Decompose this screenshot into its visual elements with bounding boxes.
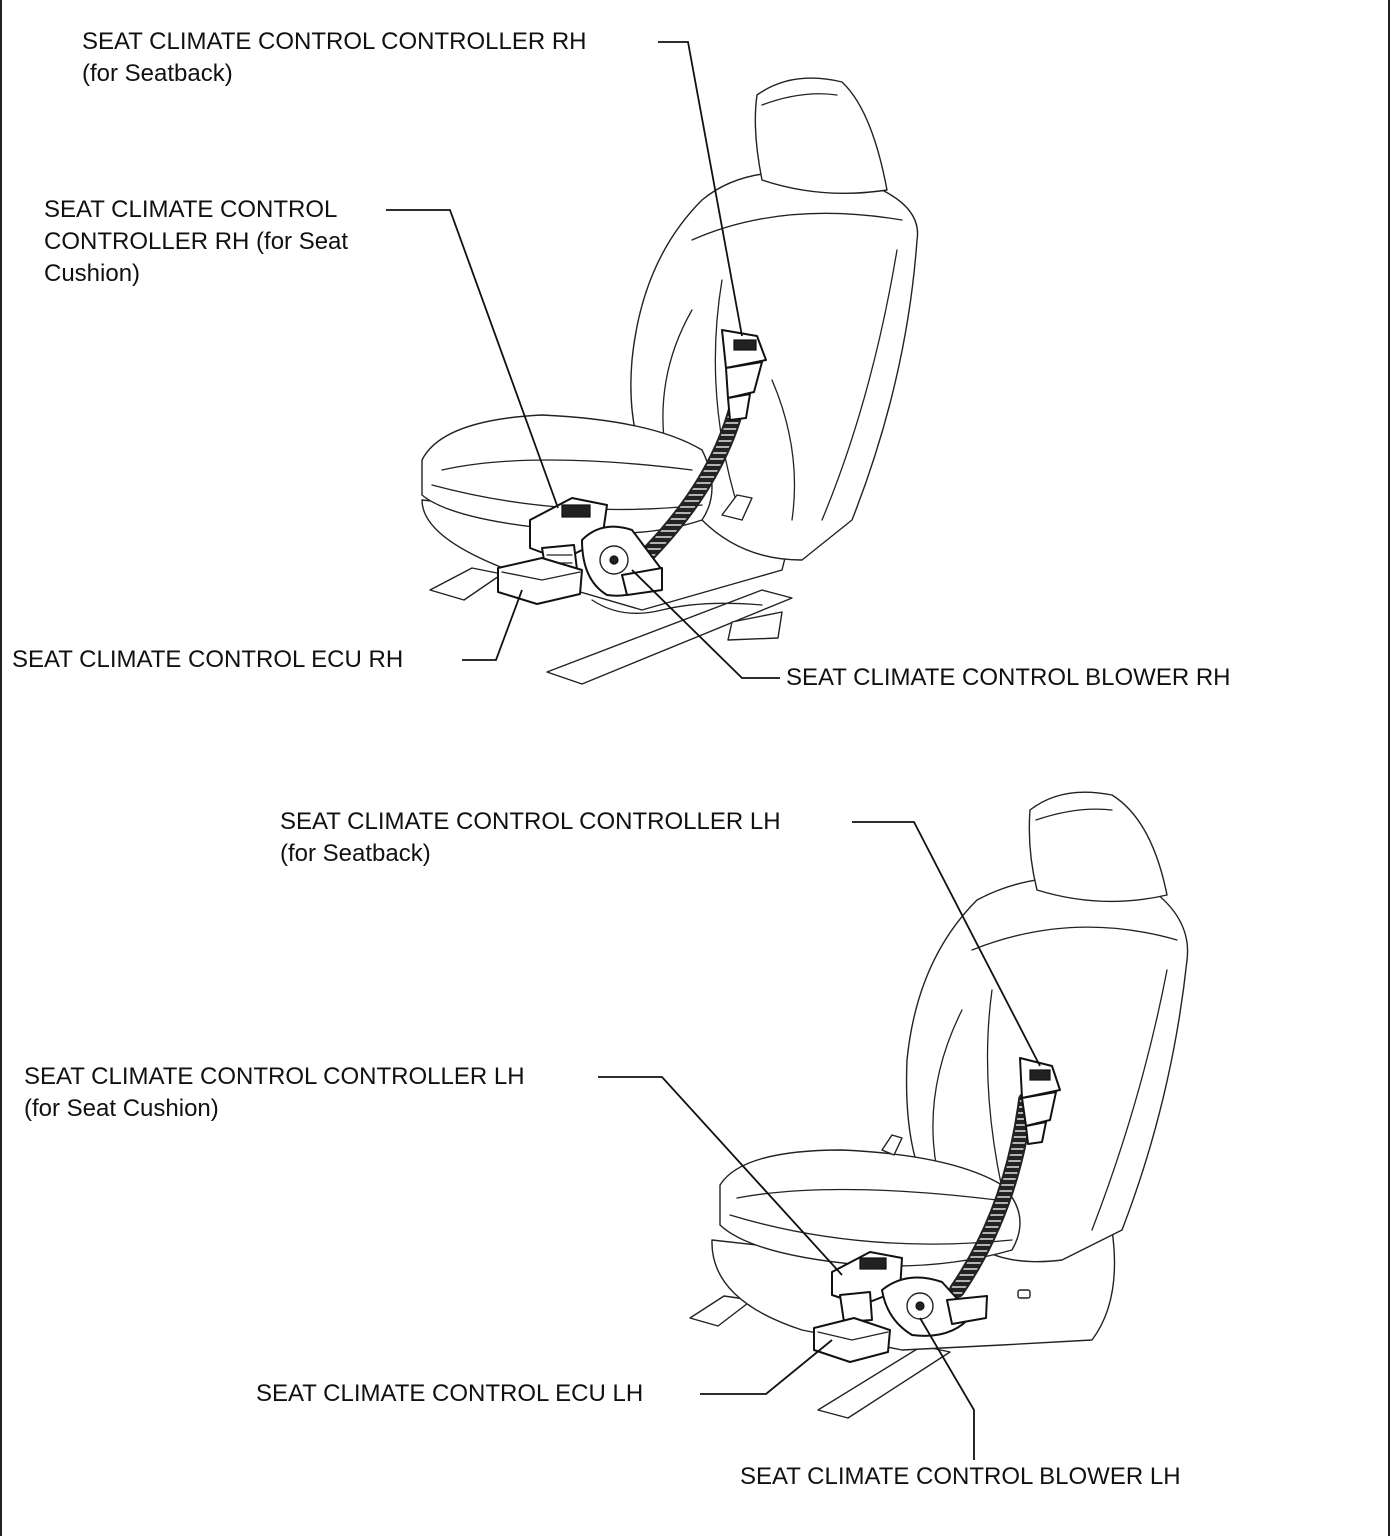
- label-rh-blower: SEAT CLIMATE CONTROL BLOWER RH: [786, 662, 1231, 694]
- rh-headrest: [754, 77, 888, 195]
- label-lh-blower: SEAT CLIMATE CONTROL BLOWER LH: [740, 1461, 1181, 1493]
- label-line: SEAT CLIMATE CONTROL CONTROLLER RH: [82, 28, 587, 55]
- leader-rh-ecu: [462, 589, 523, 661]
- rh-blower: [581, 525, 663, 597]
- rh-ecu: [497, 557, 583, 605]
- leader-lh-seatback-controller: [852, 821, 1041, 1067]
- lh-ecu: [813, 1317, 891, 1363]
- label-line: SEAT CLIMATE CONTROL: [44, 196, 338, 223]
- rh-seat-rail: [429, 567, 503, 601]
- label-lh-cushion-controller: SEAT CLIMATE CONTROL CONTROLLER LH (for …: [24, 1061, 525, 1125]
- label-line: (for Seat Cushion): [24, 1095, 219, 1122]
- rh-seatback-controller: [721, 329, 767, 421]
- label-line: Cushion): [44, 260, 141, 287]
- label-line: SEAT CLIMATE CONTROL CONTROLLER LH: [24, 1063, 525, 1090]
- leader-lh-cushion-controller: [598, 1076, 843, 1276]
- leader-rh-seatback-controller: [658, 41, 743, 337]
- lh-seat-cushion: [719, 1149, 1021, 1267]
- label-lh-ecu: SEAT CLIMATE CONTROL ECU LH: [256, 1378, 643, 1410]
- label-line: (for Seatback): [82, 60, 233, 87]
- lh-seatback-controller: [1019, 1057, 1061, 1145]
- label-line: SEAT CLIMATE CONTROL CONTROLLER LH: [280, 808, 781, 835]
- leader-lh-ecu: [700, 1339, 833, 1395]
- leader-lh-blower: [919, 1317, 975, 1460]
- label-rh-seatback-controller: SEAT CLIMATE CONTROL CONTROLLER RH (for …: [82, 26, 587, 90]
- label-line: SEAT CLIMATE CONTROL ECU LH: [256, 1380, 644, 1407]
- lh-seat-drawing: [689, 791, 1189, 1419]
- label-lh-seatback-controller: SEAT CLIMATE CONTROL CONTROLLER LH (for …: [280, 806, 781, 870]
- label-line: CONTROLLER RH (for Seat: [44, 228, 349, 255]
- rh-seat-rail: [546, 589, 793, 685]
- label-line: SEAT CLIMATE CONTROL ECU RH: [12, 646, 404, 673]
- label-line: SEAT CLIMATE CONTROL BLOWER LH: [740, 1463, 1181, 1490]
- label-line: SEAT CLIMATE CONTROL BLOWER RH: [786, 664, 1231, 691]
- lh-seat-rail: [817, 1345, 951, 1419]
- leader-lines: [386, 41, 1041, 1460]
- lh-headrest: [1028, 791, 1168, 903]
- label-line: (for Seatback): [280, 840, 431, 867]
- label-rh-ecu: SEAT CLIMATE CONTROL ECU RH: [12, 644, 403, 676]
- label-rh-cushion-controller: SEAT CLIMATE CONTROL CONTROLLER RH (for …: [44, 194, 348, 290]
- leader-rh-cushion-controller: [386, 209, 559, 509]
- rh-seat-drawing: [421, 77, 919, 685]
- lh-blower: [881, 1276, 988, 1337]
- rh-seat-cushion: [421, 414, 713, 535]
- leader-rh-blower: [631, 569, 780, 679]
